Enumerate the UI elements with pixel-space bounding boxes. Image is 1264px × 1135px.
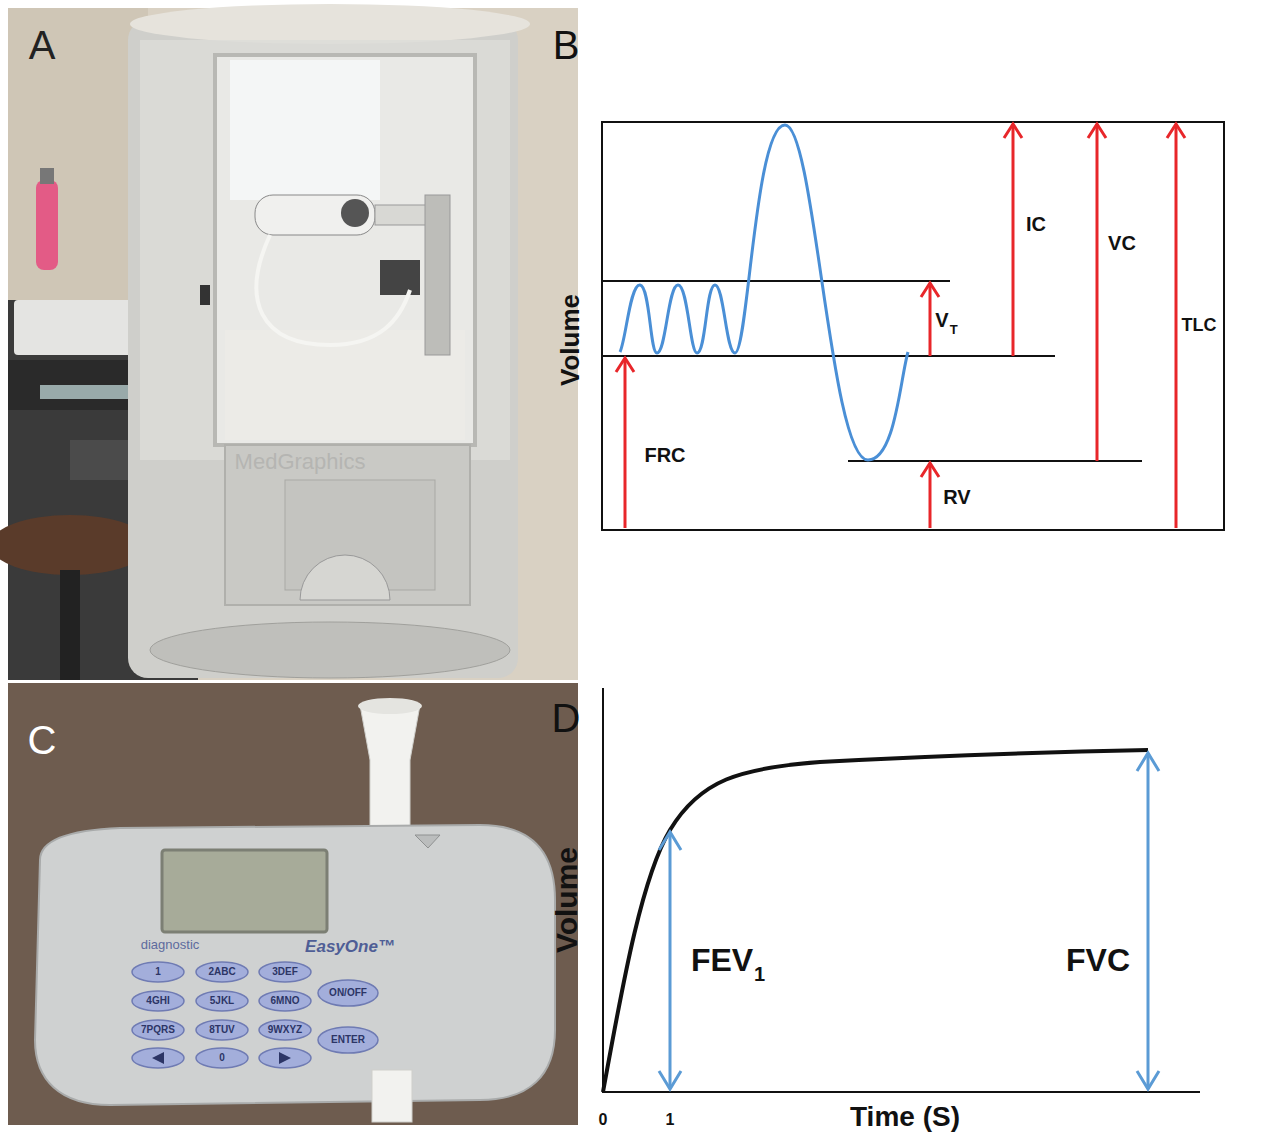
key-label: 4GHI (146, 996, 169, 1006)
measure-label: FEV (691, 944, 753, 976)
volume-label: V (935, 310, 948, 330)
key-label: 8TUV (209, 1025, 235, 1035)
spirometry-curve (602, 688, 1200, 1093)
volume-label: IC (1026, 214, 1046, 234)
key-label: 1 (155, 967, 161, 977)
key-label: 7PQRS (141, 1025, 175, 1035)
plethysmograph-photo (0, 4, 578, 680)
lung-volume-chart (602, 122, 1224, 530)
key-label: ON/OFF (329, 988, 367, 998)
key-label: 3DEF (272, 967, 298, 977)
key-label: 0 (219, 1053, 225, 1063)
subscript: T (950, 323, 958, 336)
tick-label: 1 (666, 1112, 675, 1128)
key-label: 2ABC (208, 967, 235, 977)
volume-label: RV (943, 487, 970, 507)
spirometer-photo (8, 683, 578, 1125)
brand-text: MedGraphics (235, 451, 366, 473)
panel-letter: D (552, 698, 581, 738)
volume-label: FRC (644, 445, 685, 465)
key-label: 5JKL (210, 996, 234, 1006)
axis-title: Volume (557, 294, 583, 386)
key-label: 6MNO (271, 996, 300, 1006)
brand-text: EasyOne™ (305, 938, 395, 955)
key-label: 9WXYZ (268, 1025, 302, 1035)
brand-text: diagnostic (141, 938, 200, 951)
volume-label: VC (1108, 233, 1136, 253)
volume-label: TLC (1182, 316, 1217, 334)
axis-title: Volume (552, 847, 582, 953)
panel-letter: C (28, 720, 57, 760)
measure-label: FVC (1066, 944, 1130, 976)
subscript: 1 (754, 964, 765, 984)
panel-letter: A (29, 25, 56, 65)
tick-label: 0 (599, 1112, 608, 1128)
key-label: ENTER (331, 1035, 365, 1045)
axis-title: Time (S) (850, 1103, 960, 1131)
panel-letter: B (553, 25, 580, 65)
